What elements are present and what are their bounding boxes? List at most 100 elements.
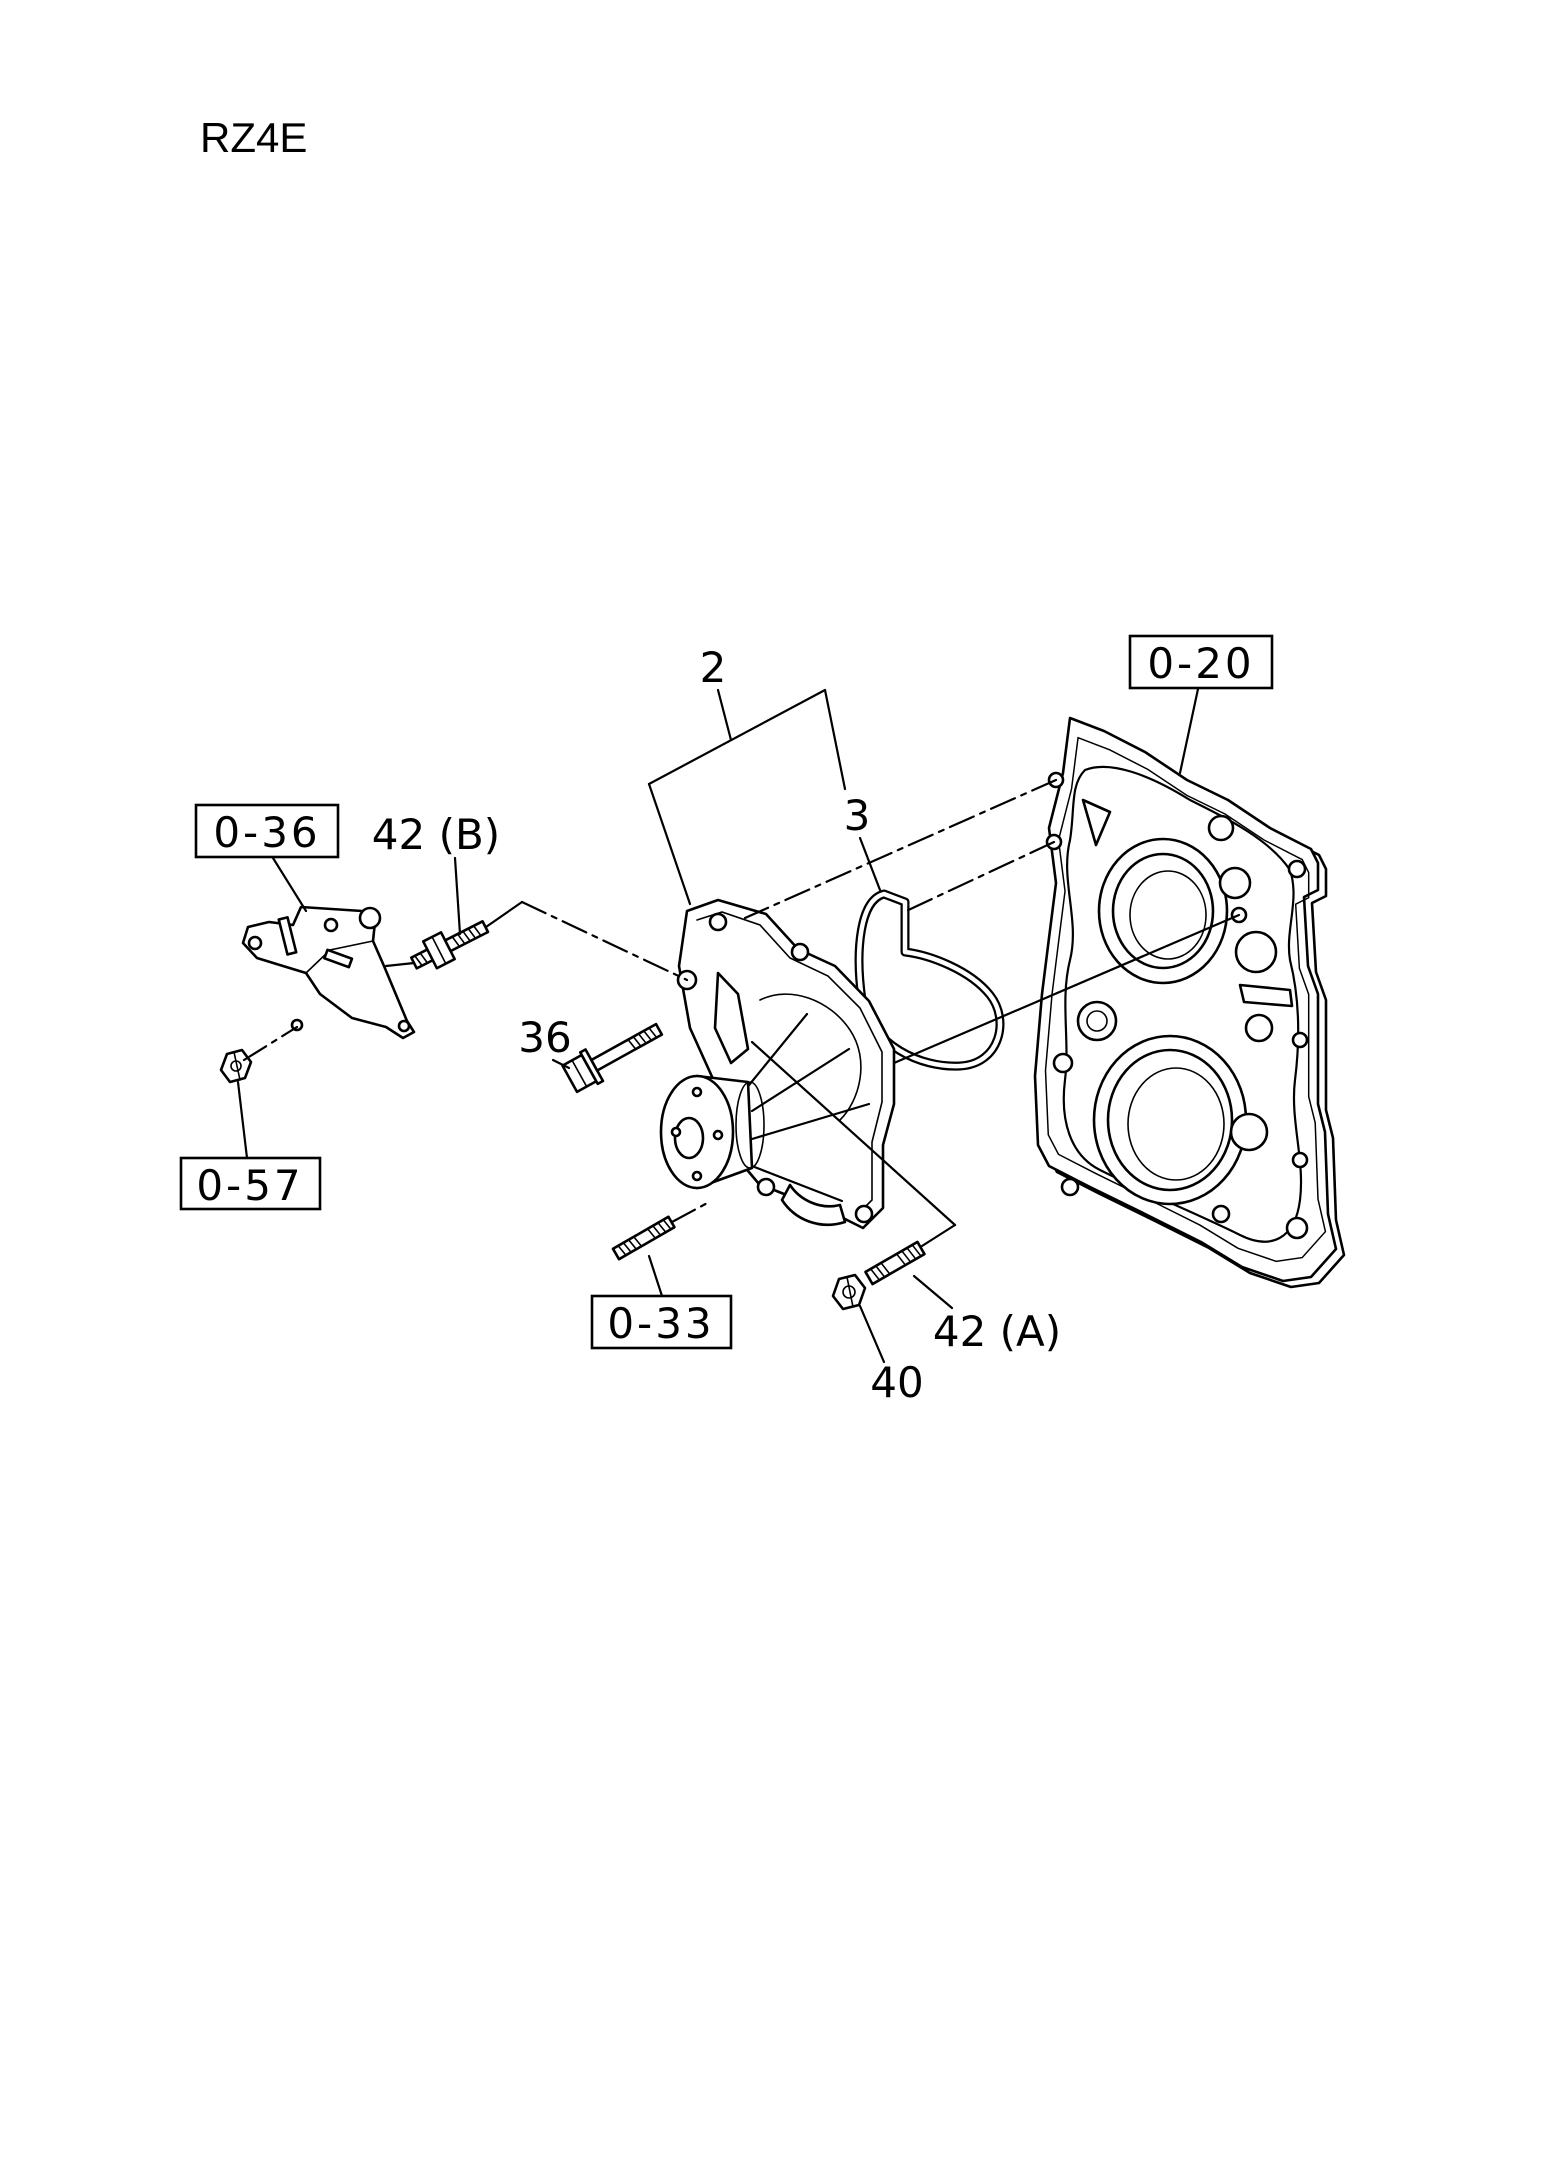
pump-outlet xyxy=(780,1183,847,1227)
thread-line xyxy=(648,1027,658,1039)
alignment-line xyxy=(384,961,416,968)
ref-box-label: 0-57 xyxy=(196,1161,303,1210)
model-code: RZ4E xyxy=(200,114,307,161)
pump-rib xyxy=(750,1164,844,1203)
leader-lines xyxy=(236,687,1200,1364)
thread-line xyxy=(617,1245,627,1256)
thread-line xyxy=(472,925,482,937)
stud-42b xyxy=(409,920,490,970)
callout-3: 3 xyxy=(844,791,871,840)
stud-0-33 xyxy=(611,1215,676,1261)
thread-line xyxy=(646,1228,657,1239)
leader-ref-0-33 xyxy=(647,1254,664,1298)
thread-line xyxy=(622,1242,632,1253)
alignment-line xyxy=(902,840,1056,914)
cover-lower-bore xyxy=(1106,1048,1234,1192)
thread-line xyxy=(467,927,477,940)
thread-line xyxy=(451,935,461,948)
thread-line xyxy=(662,1219,672,1230)
thread-line xyxy=(632,1035,642,1048)
pump-volute-line xyxy=(759,993,862,1121)
thread-line xyxy=(456,933,466,945)
cover-bolt-hole xyxy=(1291,1151,1309,1169)
hex-face-line xyxy=(233,1051,241,1081)
cover-bolt-hole xyxy=(1291,1031,1309,1049)
callout-36: 36 xyxy=(518,1013,571,1062)
thread-line xyxy=(462,930,471,942)
leader-part-2-pump xyxy=(647,782,692,906)
alignment-line xyxy=(750,1040,957,1227)
bracket-stud xyxy=(277,916,298,956)
alignment-line xyxy=(892,913,1241,1065)
thread-line xyxy=(906,1247,917,1260)
ref-box-frame xyxy=(179,1156,322,1211)
ref-box-0-57: 0-57 xyxy=(179,1156,322,1211)
pump-bolt-hole xyxy=(790,942,810,962)
bracket xyxy=(241,905,416,1040)
callout-40: 40 xyxy=(870,1358,923,1407)
leader-part-2 xyxy=(716,688,733,742)
alignment-line xyxy=(743,778,1058,920)
cover-hole xyxy=(1287,859,1307,879)
cover-hole xyxy=(1207,814,1235,842)
pump-rib xyxy=(750,1047,851,1113)
ref-box-0-36: 0-36 xyxy=(194,803,340,859)
pump-bolt-hole xyxy=(708,912,728,932)
stud-42a xyxy=(864,1240,926,1286)
ref-box-label: 0-20 xyxy=(1147,639,1254,688)
ref-box-label: 0-33 xyxy=(607,1299,714,1348)
callout-42b: 42 (B) xyxy=(372,810,500,859)
thread-line xyxy=(901,1250,912,1263)
cover-hole xyxy=(1052,1052,1074,1074)
pump-hub-bolt-hole xyxy=(670,1126,682,1138)
cover-hole xyxy=(1244,1013,1274,1043)
ref-box-frame xyxy=(1128,634,1274,690)
bracket-stud xyxy=(323,948,354,969)
leader-ref-0-36 xyxy=(271,856,308,913)
pump-hub-bore xyxy=(673,1116,705,1160)
ref-box-frame xyxy=(194,803,340,859)
leader-part-36 xyxy=(551,1058,571,1070)
leader-part-3 xyxy=(858,836,882,892)
nut-hex xyxy=(831,1273,867,1311)
ref-box-0-33: 0-33 xyxy=(590,1294,733,1350)
nut-40 xyxy=(831,1273,867,1311)
thread-line xyxy=(414,955,423,967)
cover-hole xyxy=(1218,866,1252,900)
pump-hub-bolt-hole xyxy=(691,1170,703,1182)
pump-rib-teardrop xyxy=(713,971,750,1065)
cover-hole xyxy=(1229,1112,1269,1152)
leader-part-42a xyxy=(912,1274,954,1310)
bracket-boss xyxy=(358,906,382,930)
thread-line xyxy=(880,1262,891,1275)
pump-bolt-hole xyxy=(854,1204,874,1224)
timing-cover xyxy=(1033,716,1346,1289)
cover-slot xyxy=(1238,983,1294,1008)
cover-hole xyxy=(1060,1177,1080,1197)
pump-rib xyxy=(750,1102,871,1141)
cover-hole xyxy=(1285,1216,1309,1240)
leader-ref-0-20 xyxy=(1178,687,1200,775)
leader-ref-0-57 xyxy=(236,1080,249,1160)
leader-part-2-gasket xyxy=(823,688,847,791)
gasket-outline-inner xyxy=(856,891,1003,1069)
water-pump xyxy=(659,898,896,1230)
thread-line xyxy=(869,1268,881,1281)
bracket-hole xyxy=(323,917,339,933)
bracket-hole xyxy=(397,1019,411,1033)
nut-bore xyxy=(230,1060,242,1072)
thread-line xyxy=(627,1239,638,1250)
alignment-line xyxy=(484,900,524,929)
leader-part-2-bracket xyxy=(647,688,827,786)
cover-triangular-opening xyxy=(1081,798,1112,847)
cover-hole xyxy=(1076,1000,1118,1042)
leader-part-42b xyxy=(453,856,462,936)
pump-flange-rim xyxy=(696,911,883,1215)
hex-face-line xyxy=(846,1276,854,1308)
pump-bolt-hole xyxy=(756,1177,776,1197)
alignment-line xyxy=(242,1025,299,1062)
alignment-lines xyxy=(242,778,1241,1248)
alignment-line xyxy=(520,900,689,982)
bracket-hole xyxy=(247,935,263,951)
pump-rib xyxy=(743,1012,809,1092)
